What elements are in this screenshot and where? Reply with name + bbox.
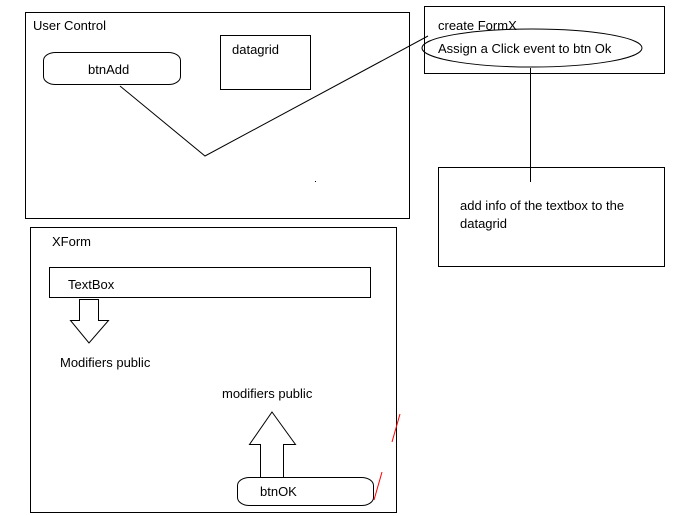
btn-ok-label: btnOK [260, 484, 297, 499]
assign-click-label: Assign a Click event to btn Ok [438, 41, 612, 56]
stray-dot [315, 181, 316, 182]
add-info-box: add info of the textbox to the datagrid [438, 167, 665, 267]
user-control-box: User Control datagrid btnAdd [25, 12, 410, 219]
datagrid-box [220, 35, 311, 90]
textbox-modifiers-label: Modifiers public [60, 355, 151, 370]
assign-click-ellipse [421, 28, 643, 68]
up-arrow-icon [248, 411, 297, 479]
btnok-modifiers-label: modifiers public [222, 386, 313, 401]
add-info-line1: add info of the textbox to the [460, 198, 624, 213]
datagrid-label: datagrid [232, 42, 279, 57]
btn-ok-shape [237, 477, 374, 506]
textbox-shape [49, 267, 371, 298]
red-mark [391, 413, 401, 443]
red-mark [373, 471, 383, 501]
user-control-title: User Control [33, 18, 106, 33]
create-formx-title: create FormX [438, 18, 517, 33]
textbox-label: TextBox [68, 277, 115, 292]
create-formx-box: create FormX Assign a Click event to btn… [421, 6, 665, 74]
btn-add-shape [43, 52, 181, 85]
btn-add-label: btnAdd [88, 62, 129, 77]
xform-title: XForm [52, 234, 91, 249]
connector-btnadd-to-createform [119, 35, 429, 157]
down-arrow-icon [69, 299, 110, 344]
xform-box: XForm TextBox Modifiers public modifiers… [30, 227, 397, 513]
add-info-line2: datagrid [460, 216, 507, 231]
